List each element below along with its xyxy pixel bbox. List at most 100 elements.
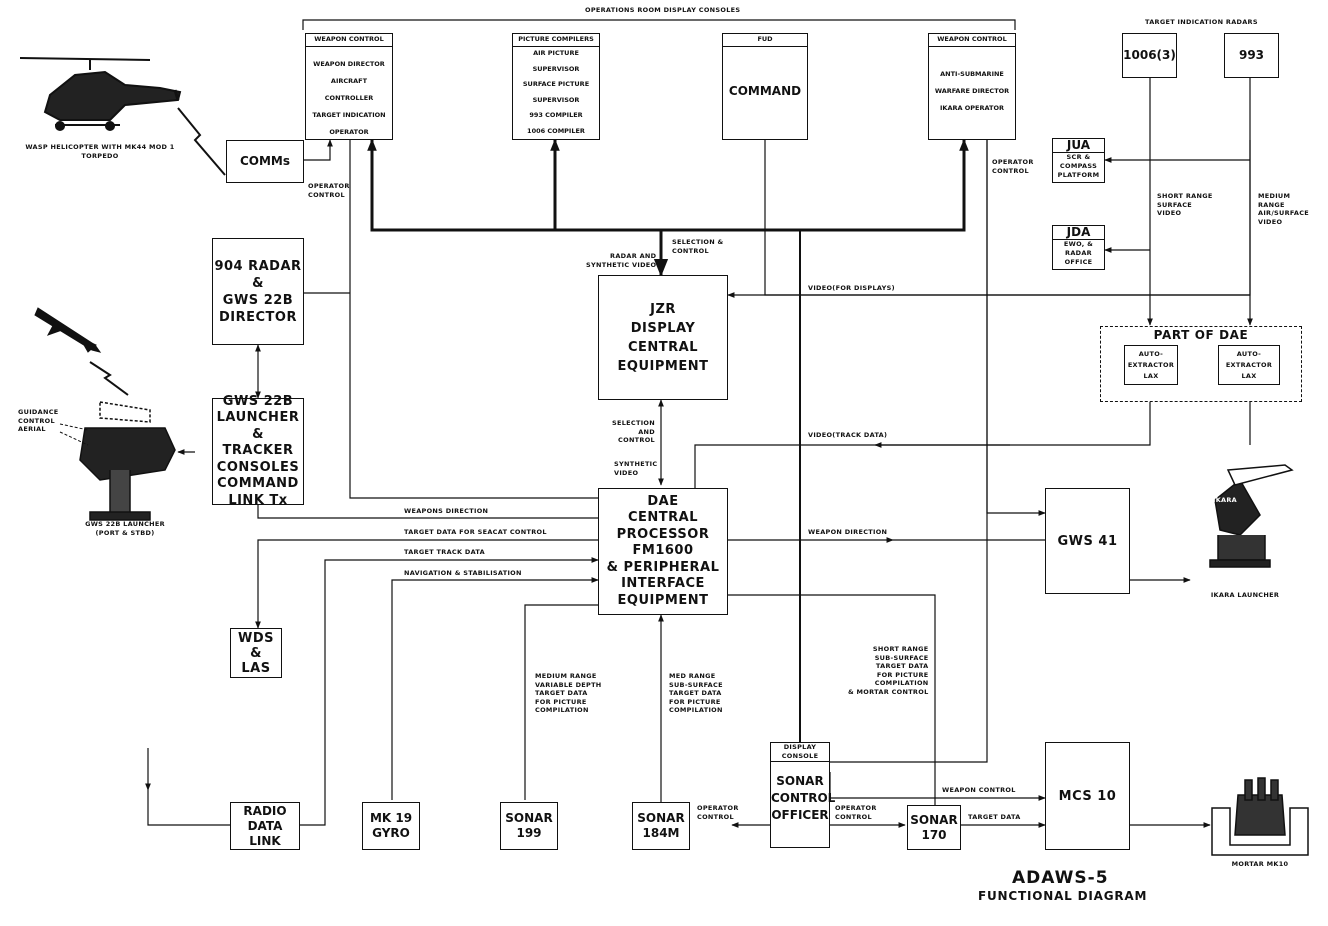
diagram-title: ADAWS-5 <box>1012 868 1109 888</box>
console-line: AIRCRAFT CONTROLLER <box>324 77 374 102</box>
auto-extractor-1: AUTO- EXTRACTOR LAX <box>1124 345 1178 385</box>
box-line: DAE <box>647 493 679 509</box>
console-title: WEAPON CONTROL <box>929 34 1015 47</box>
dae-central-processor: DAE CENTRAL PROCESSOR FM1600 & PERIPHERA… <box>598 488 728 615</box>
wasp-helicopter-icon <box>19 57 182 131</box>
box-line: DATA <box>247 818 283 833</box>
jda-title: JDA <box>1053 226 1104 240</box>
console-line: SURFACE PICTURE <box>522 80 590 88</box>
box-line: PROCESSOR <box>616 526 710 542</box>
mortar-caption: MORTAR MK10 <box>1231 860 1289 868</box>
target-data-mcs-label: TARGET DATA <box>968 813 1021 821</box>
consoles-brace <box>302 19 1016 30</box>
box-line: GYRO <box>372 826 410 840</box>
mortar-mk10-icon <box>1211 777 1309 856</box>
console-bus <box>370 140 966 232</box>
picture-compilers-console: PICTURE COMPILERS AIR PICTURE SUPERVISOR… <box>512 33 600 140</box>
consoles-title: OPERATIONS ROOM DISPLAY CONSOLES <box>585 6 741 14</box>
jua-title: JUA <box>1053 139 1104 153</box>
console-title: FUD <box>723 34 807 47</box>
box-line: GWS 22B <box>222 393 294 409</box>
box-line: JZR <box>650 301 676 317</box>
gws22b-launcher-caption: GWS 22B LAUNCHER(PORT & STBD) <box>85 520 165 537</box>
box-line: GWS 22B <box>222 292 294 308</box>
console-line: 1006 COMPILER <box>527 126 585 135</box>
jua-line: SCR & <box>1066 153 1091 161</box>
ikara-launcher-icon <box>1209 464 1294 568</box>
box-line: SONAR <box>637 811 685 825</box>
box-line: LAX <box>1241 371 1257 380</box>
jda-line: EWO, & <box>1063 240 1094 248</box>
box-line: TRACKER <box>222 443 294 459</box>
box-line: LINK Tx <box>228 492 288 508</box>
box-line: CENTRAL <box>627 339 699 355</box>
weapon-control-console-2: WEAPON CONTROL ANTI-SUBMARINE WARFARE DI… <box>928 33 1016 140</box>
comms-box: COMMs <box>226 140 304 183</box>
box-line: EQUIPMENT <box>617 358 709 374</box>
weapon-direction-label: WEAPON DIRECTION <box>808 528 888 536</box>
console-line: ANTI-SUBMARINE <box>940 70 1004 78</box>
box-line: LAUNCHER & <box>216 410 300 442</box>
wds-las-box: WDS & LAS <box>230 628 282 678</box>
console-line: WEAPON DIRECTOR <box>313 60 385 68</box>
selection-control-top-label: SELECTION &CONTROL <box>672 238 724 255</box>
console-title: PICTURE COMPILERS <box>513 34 599 47</box>
auto-extractor-2: AUTO- EXTRACTOR LAX <box>1218 345 1280 385</box>
box-line: LAS <box>241 660 271 676</box>
radar-1006: 1006(3) <box>1122 33 1177 78</box>
gws22b-launcher-icon <box>79 401 176 521</box>
command-label: COMMAND <box>728 84 802 98</box>
mcs10-box: MCS 10 <box>1045 742 1130 850</box>
jzr-display-central-equipment: JZR DISPLAY CENTRAL EQUIPMENT <box>598 275 728 400</box>
console-line: SUPERVISOR <box>532 95 580 104</box>
jda-line: RADAR <box>1065 249 1092 257</box>
target-track-data-label: TARGET TRACK DATA <box>404 548 485 556</box>
jua-box: JUA SCR & COMPASS PLATFORM <box>1052 138 1105 183</box>
sonar-control-officer-box: DISPLAY CONSOLE SONAR CONTROL OFFICER <box>770 742 836 848</box>
box-line: 170 <box>921 827 947 842</box>
box-line: LAX <box>1143 371 1159 380</box>
box-line: CENTRAL <box>627 510 699 526</box>
target-data-seacat-label: TARGET DATA FOR SEACAT CONTROL <box>404 528 547 536</box>
box-line: WDS <box>238 630 274 646</box>
box-line: 199 <box>516 826 542 840</box>
box-header-line: CONSOLE <box>781 752 819 760</box>
radars-title: TARGET INDICATION RADARS <box>1145 18 1258 26</box>
radar-993: 993 <box>1224 33 1279 78</box>
jua-line: PLATFORM <box>1057 171 1100 179</box>
diagram-subtitle: FUNCTIONAL DIAGRAM <box>978 889 1148 903</box>
radar-904-director: 904 RADAR & GWS 22B DIRECTOR <box>212 238 304 345</box>
box-line: COMMAND <box>217 476 299 492</box>
video-for-displays-label: VIDEO(FOR DISPLAYS) <box>808 284 895 292</box>
console-line: WARFARE DIRECTOR <box>934 87 1010 95</box>
box-line: DIRECTOR <box>219 309 297 325</box>
weapons-direction-label: WEAPONS DIRECTION <box>404 507 489 515</box>
console-line: TARGET INDICATION <box>312 111 386 119</box>
console-title: WEAPON CONTROL <box>306 34 392 47</box>
mk19-gyro-box: MK 19 GYRO <box>362 802 420 850</box>
console-line: OPERATOR <box>329 128 369 136</box>
gws41-box: GWS 41 <box>1045 488 1130 594</box>
sonar-199-box: SONAR 199 <box>500 802 558 850</box>
radio-data-link-box: RADIO DATA LINK <box>230 802 300 850</box>
box-line: AUTO- <box>1138 349 1164 358</box>
console-line: IKARA OPERATOR <box>939 104 1004 112</box>
ikara-label: IKARA <box>1212 496 1238 504</box>
box-line: CONTROL <box>771 791 836 805</box>
box-line: MK 19 <box>369 811 413 825</box>
jda-box: JDA EWO, & RADAR OFFICE <box>1052 225 1105 270</box>
box-line: 904 RADAR & <box>214 258 302 291</box>
